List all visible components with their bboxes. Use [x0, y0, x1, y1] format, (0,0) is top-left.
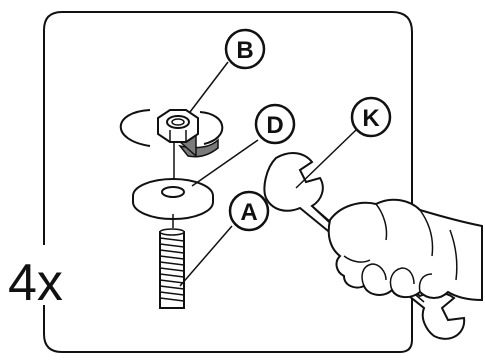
- callout-a-leader: [179, 225, 233, 287]
- callout-b-leader: [189, 61, 229, 113]
- washer-icon: [132, 178, 214, 220]
- callout-a: A: [228, 190, 270, 232]
- quantity-label: 4x: [8, 254, 63, 312]
- callout-b-label: B: [236, 37, 253, 64]
- callout-d: D: [254, 103, 296, 145]
- diagram-frame: [43, 11, 413, 353]
- callout-k: K: [350, 96, 392, 138]
- hand-icon: [327, 198, 483, 302]
- callout-b: B: [224, 28, 266, 70]
- callout-a-label: A: [240, 199, 257, 226]
- callout-k-leader: [295, 129, 357, 189]
- callout-d-leader: [191, 139, 259, 187]
- hex-nut-icon: [157, 109, 199, 143]
- callout-d-label: D: [266, 112, 283, 139]
- threaded-bolt-icon: [159, 214, 185, 309]
- callout-k-label: K: [362, 105, 380, 132]
